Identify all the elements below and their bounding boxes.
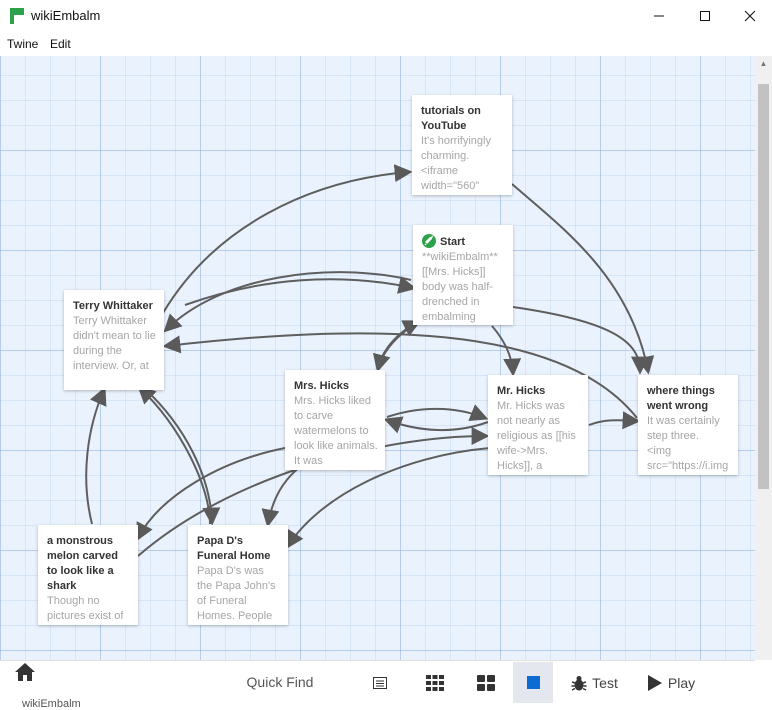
quick-find-field[interactable]: Quick Find — [240, 669, 320, 695]
zoom-large-button[interactable] — [513, 662, 553, 703]
passage-name: a monstrous melon carved to look like a … — [47, 535, 118, 592]
rocket-icon — [422, 234, 436, 248]
passage-excerpt: Mr. Hicks was not nearly as religious as… — [497, 400, 576, 472]
passage-terry-whittaker[interactable]: Terry Whittaker Terry Whittaker didn't m… — [64, 290, 164, 390]
link-start-to-mrs-hicks — [373, 323, 416, 373]
maximize-button[interactable] — [682, 0, 728, 31]
window-title: wikiEmbalm — [31, 8, 101, 23]
link-start-to-terry — [163, 271, 412, 333]
passage-name: Terry Whittaker — [73, 300, 153, 312]
maximize-icon — [700, 10, 710, 21]
twine-logo-icon — [10, 8, 24, 24]
link-start-to-where — [512, 306, 649, 375]
close-button[interactable] — [727, 0, 772, 31]
scrollbar-thumb[interactable] — [758, 84, 769, 489]
link-terry-to-start — [184, 276, 417, 306]
link-mrs-hicks-to-melon — [136, 447, 286, 542]
library-button[interactable] — [10, 661, 40, 683]
link-mrs-hicks-to-mr-hicks — [386, 404, 489, 422]
passage-start[interactable]: Start **wikiEmbalm** [[Mrs. Hicks]] body… — [413, 225, 513, 325]
passage-excerpt: Papa D's was the Papa John's of Funeral … — [197, 565, 276, 622]
large-square-icon — [526, 676, 540, 689]
passage-tutorials[interactable]: tutorials on YouTube It's horrifyingly c… — [412, 95, 512, 195]
passage-papa-ds-funeral-home[interactable]: Papa D's Funeral Home Papa D's was the P… — [188, 525, 288, 625]
passage-name: where things went wrong — [647, 385, 715, 412]
zoom-list-button[interactable] — [365, 669, 395, 697]
minimize-icon — [654, 15, 664, 16]
story-toolbar: Quick Find Test — [0, 660, 755, 703]
passage-name: Papa D's Funeral Home — [197, 535, 271, 562]
passage-name: Mrs. Hicks — [294, 380, 350, 392]
play-icon — [647, 675, 662, 691]
link-tutorials-to-where — [511, 183, 655, 375]
passage-excerpt: Mrs. Hicks liked to carve watermelons to… — [294, 395, 378, 467]
story-name-partial: wikiEmbalm — [22, 698, 81, 710]
link-start-to-mr-hicks — [491, 325, 522, 377]
link-mr-hicks-to-where — [588, 411, 641, 430]
link-mrs-hicks-to-papa — [261, 466, 301, 528]
bug-icon — [571, 676, 587, 691]
zoom-small-grid-button[interactable] — [420, 669, 450, 697]
passage-name-text: Start — [440, 236, 466, 248]
link-mrs-hicks-to-start — [377, 320, 422, 367]
link-melon-to-terry — [85, 386, 107, 525]
menu-twine[interactable]: Twine — [7, 37, 39, 51]
passage-excerpt: It was certainly step three. <img src="h… — [647, 415, 729, 472]
test-button[interactable]: Test — [566, 669, 622, 697]
small-grid-icon — [426, 675, 444, 691]
passage-excerpt: Terry Whittaker didn't mean to lie durin… — [73, 315, 156, 372]
passage-mrs-hicks[interactable]: Mrs. Hicks Mrs. Hicks liked to carve wat… — [285, 370, 385, 470]
zoom-medium-grid-button[interactable] — [471, 669, 501, 697]
link-mr-hicks-to-mrs-hicks — [383, 416, 489, 434]
passage-name: Mr. Hicks — [497, 385, 546, 397]
scroll-up-arrow-icon[interactable]: ▲ — [759, 59, 768, 68]
passage-where-things-went-wrong[interactable]: where things went wrong It was certainly… — [638, 375, 738, 475]
link-terry-to-tutorials — [162, 164, 413, 314]
link-where-to-terry — [162, 332, 638, 419]
menu-edit[interactable]: Edit — [50, 37, 71, 51]
link-mr-hicks-to-papa — [286, 447, 491, 550]
passage-name: tutorials on YouTube — [421, 105, 481, 132]
passage-mr-hicks[interactable]: Mr. Hicks Mr. Hicks was not nearly as re… — [488, 375, 588, 475]
play-label: Play — [667, 675, 696, 691]
quick-find-label: Quick Find — [246, 674, 314, 690]
link-papa-to-terry — [137, 385, 211, 525]
story-map-canvas[interactable]: tutorials on YouTube It's horrifyingly c… — [0, 56, 755, 660]
window-titlebar: wikiEmbalm — [0, 0, 772, 31]
minimize-button[interactable] — [636, 0, 682, 31]
menu-bar: Twine Edit — [0, 31, 772, 56]
passage-excerpt: It's horrifyingly charming. <iframe widt… — [421, 135, 491, 192]
list-view-icon — [373, 677, 387, 689]
medium-grid-icon — [477, 675, 495, 691]
test-label: Test — [592, 675, 618, 691]
play-button[interactable]: Play — [643, 669, 699, 697]
passage-excerpt: Though no pictures exist of — [47, 595, 124, 622]
home-icon — [15, 663, 35, 681]
close-icon — [744, 10, 756, 21]
link-terry-to-papa — [144, 388, 221, 526]
passage-monstrous-melon[interactable]: a monstrous melon carved to look like a … — [38, 525, 138, 625]
passage-excerpt: **wikiEmbalm** [[Mrs. Hicks]] body was h… — [422, 251, 498, 323]
passage-name: Start — [422, 234, 505, 250]
